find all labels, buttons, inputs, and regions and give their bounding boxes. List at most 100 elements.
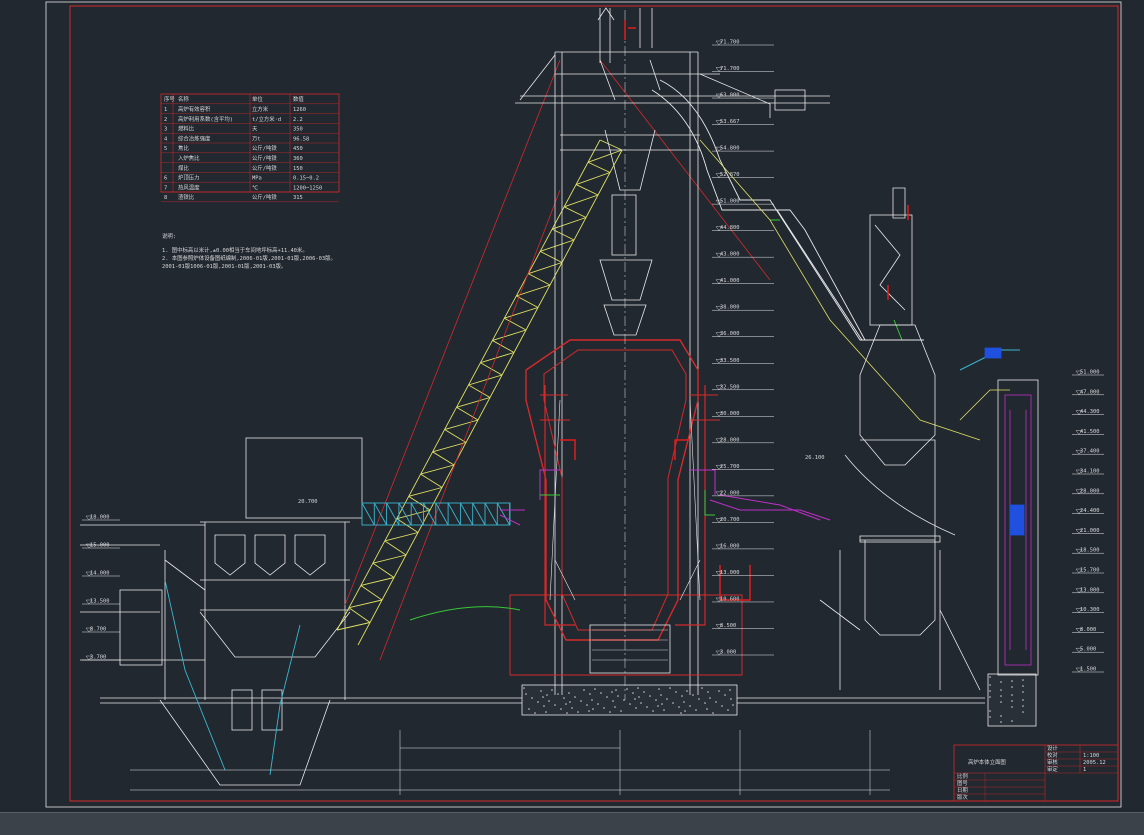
- status-bar: [0, 812, 1144, 835]
- table-cell: 立方米: [252, 105, 269, 113]
- elevation-label: 5.000: [1080, 647, 1096, 653]
- elevation-label: 20.700: [720, 517, 739, 523]
- table-cell: 315: [293, 195, 303, 201]
- title-cell: 审定: [1047, 765, 1058, 773]
- elevation-label: 10.600: [720, 596, 739, 602]
- title-cell: 审核: [1047, 758, 1058, 766]
- dimension-lines: [130, 730, 890, 795]
- stockhouse: [80, 437, 363, 786]
- elevation-label: 16.000: [720, 543, 739, 549]
- table-cell: 7: [164, 185, 167, 191]
- table-cell: 公斤/吨铁: [252, 164, 277, 172]
- table-cell: ℃: [252, 185, 258, 191]
- dust-catcher: [819, 187, 981, 691]
- elevation-label: 8.000: [1080, 627, 1096, 633]
- elevation-label: 18.000: [90, 515, 109, 521]
- note-line: 2. 本图参照炉体设备图纸编制,2006-01版,2001-01版,2006-0…: [162, 254, 336, 262]
- stays-red: [344, 59, 771, 661]
- title-value: 1:100: [1083, 753, 1099, 759]
- left-cyan-chutes: [164, 579, 301, 776]
- table-cell: 天: [252, 126, 258, 133]
- elevation-label: 21.000: [1080, 528, 1099, 534]
- title-cell: 日期: [957, 787, 968, 794]
- note-line: 1. 图中标高以米计,±0.00相当于车间地坪标高+11.40米。: [162, 246, 308, 254]
- elevation-label: 24.400: [1080, 508, 1099, 514]
- tuyere-magenta: [499, 469, 831, 526]
- elevation-label: 44.300: [1080, 409, 1099, 415]
- table-cell: 8: [164, 195, 167, 201]
- table-cell: 入炉焦比: [178, 154, 200, 162]
- table-cell: 450: [293, 146, 303, 152]
- elevation-label: 22.000: [720, 490, 739, 496]
- notes-block: 说明: 1. 图中标高以米计,±0.00相当于车间地坪标高+11.40米。 2.…: [162, 232, 336, 270]
- elevation-label: 15.700: [1080, 568, 1099, 574]
- elevation-label: 34.100: [1080, 469, 1099, 475]
- elevation-label: 43.000: [720, 252, 739, 258]
- elevation-label: 1.500: [1080, 667, 1096, 673]
- elevation-label: 52.870: [720, 172, 739, 178]
- foundation-hatch: [523, 676, 1024, 723]
- title-cell: 图号: [957, 779, 968, 787]
- elevation-label: 71.700: [720, 66, 739, 72]
- elevation-label: 8.700: [90, 627, 106, 633]
- right-tower: [959, 347, 1039, 676]
- table-header: 序号: [164, 95, 175, 103]
- table-cell: 6: [164, 176, 167, 182]
- downcomer: [651, 79, 924, 341]
- note-line: 2001-01版1006-01版,2001-01版,2001-03版。: [162, 262, 286, 270]
- elevation-label: 36.000: [720, 331, 739, 337]
- elevation-label: 37.400: [1080, 449, 1099, 455]
- elevation-label: 54.800: [720, 146, 739, 152]
- elevation-label: 71.700: [720, 40, 739, 46]
- elevation-label: 28.000: [720, 437, 739, 443]
- table-cell: 燃料比: [178, 125, 195, 133]
- elevation-label: 28.000: [1080, 488, 1099, 494]
- elevation-label: 51.000: [720, 199, 739, 205]
- table-cell: 热风温度: [178, 183, 200, 191]
- table-cell: MPa: [252, 176, 262, 182]
- table-cell: 煤比: [178, 164, 189, 172]
- furnace-top-structure: [515, 7, 830, 695]
- red-markers: [560, 20, 909, 601]
- ground-line: [100, 673, 1037, 727]
- table-cell: 150: [293, 166, 303, 172]
- elevation-label: 10.300: [1080, 607, 1099, 613]
- table-cell: 1200~1250: [293, 185, 322, 191]
- elevation-label: 47.000: [1080, 389, 1099, 395]
- table-cell: 炉顶压力: [178, 174, 200, 182]
- title-value: 2005.12: [1083, 760, 1106, 766]
- table-cell: 公斤/吨铁: [252, 144, 277, 152]
- stove-elevation: 26.100: [805, 455, 824, 461]
- table-cell: 高炉利用系数(含平均): [178, 115, 233, 123]
- elevation-marks-main: 71.70071.70063.00053.66754.80052.87051.0…: [712, 40, 774, 656]
- table-cell: 96.58: [293, 136, 309, 142]
- table-cell: 公斤/吨铁: [252, 154, 277, 162]
- title-cell: 版次: [957, 793, 968, 801]
- table-cell: 0.15~0.2: [293, 176, 319, 182]
- title-cell: 比例: [957, 772, 968, 780]
- elevation-label: 38.000: [720, 305, 739, 311]
- green-pipes: [409, 219, 903, 621]
- table-cell: 5: [164, 146, 167, 152]
- table-cell: 万t: [252, 135, 261, 142]
- bridge-elevation: 20.700: [298, 499, 317, 505]
- table-cell: 公斤/吨铁: [252, 193, 277, 201]
- elevation-label: 33.500: [720, 358, 739, 364]
- table-cell: 高炉有效容积: [178, 105, 211, 113]
- table-header: 单位: [252, 95, 263, 103]
- stays-yellow: [699, 139, 981, 441]
- elevation-label: 25.700: [720, 464, 739, 470]
- elevation-label: 18.500: [1080, 548, 1099, 554]
- table-cell: 350: [293, 127, 303, 133]
- table-cell: 综合冶炼强度: [178, 134, 211, 142]
- elevation-label: 3.700: [90, 655, 106, 661]
- title-block: 高炉本体立面图 设计 校对 审核 审定 比例 图号 日期 版次 1:100 20…: [953, 744, 1119, 802]
- elevation-label: 41.000: [720, 278, 739, 284]
- table-cell: 渣铁比: [178, 193, 195, 201]
- drawing-frame: [69, 5, 1119, 802]
- elevation-label: 13.000: [720, 570, 739, 576]
- table-cell: 2.2: [293, 117, 303, 123]
